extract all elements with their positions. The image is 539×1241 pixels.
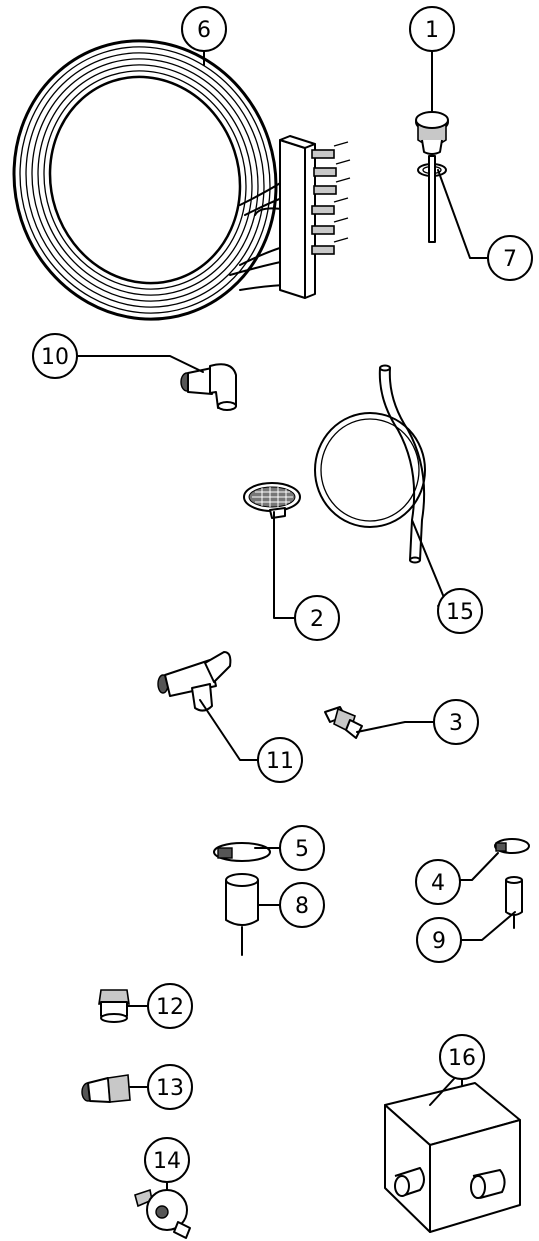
callout-11: 11 [257, 737, 303, 783]
plug-cap-icon [415, 111, 449, 155]
hose-coil-icon [314, 364, 426, 564]
callout-4: 4 [415, 859, 461, 905]
callout-label: 2 [310, 607, 324, 632]
callout-label: 8 [295, 894, 309, 919]
sleeve-icon [225, 873, 259, 956]
callout-label: 4 [431, 871, 445, 896]
callout-label: 3 [449, 711, 463, 736]
hose-clamp-icon [494, 838, 530, 854]
callout-label: 5 [295, 837, 309, 862]
callout-12: 12 [147, 983, 193, 1029]
callout-label: 9 [432, 929, 446, 954]
callout-label: 6 [197, 18, 211, 43]
callout-16: 16 [439, 1034, 485, 1080]
elbow-fitting-icon [180, 363, 237, 411]
barbed-fitting-icon [324, 706, 363, 739]
callout-8: 8 [279, 882, 325, 928]
tubing-coil-manifold-icon [12, 39, 351, 321]
callout-9: 9 [416, 917, 462, 963]
callout-14: 14 [144, 1137, 190, 1183]
small-sleeve-icon [505, 876, 523, 929]
callout-3: 3 [433, 699, 479, 745]
callout-label: 16 [448, 1046, 476, 1071]
callout-2: 2 [294, 595, 340, 641]
callout-1: 1 [409, 6, 455, 52]
strainer-icon [243, 482, 301, 519]
straight-connector-icon [98, 989, 130, 1023]
callout-label: 7 [503, 247, 517, 272]
callout-6: 6 [181, 6, 227, 52]
callout-label: 10 [41, 345, 69, 370]
callout-label: 11 [266, 749, 294, 774]
callout-label: 13 [156, 1076, 184, 1101]
callout-10: 10 [32, 333, 78, 379]
hose-clamp-icon [213, 842, 271, 862]
tee-fitting-icon [157, 651, 232, 712]
junction-block-icon [384, 1082, 521, 1233]
callout-label: 1 [425, 18, 439, 43]
callout-13: 13 [147, 1064, 193, 1110]
o-ring-icon [417, 155, 447, 243]
pressure-switch-icon [134, 1188, 191, 1239]
callout-label: 15 [446, 600, 474, 625]
callout-15: 15 [437, 588, 483, 634]
callout-7: 7 [487, 235, 533, 281]
callout-label: 14 [153, 1149, 181, 1174]
callout-label: 12 [156, 995, 184, 1020]
reducer-fitting-icon [81, 1074, 131, 1103]
callout-5: 5 [279, 825, 325, 871]
